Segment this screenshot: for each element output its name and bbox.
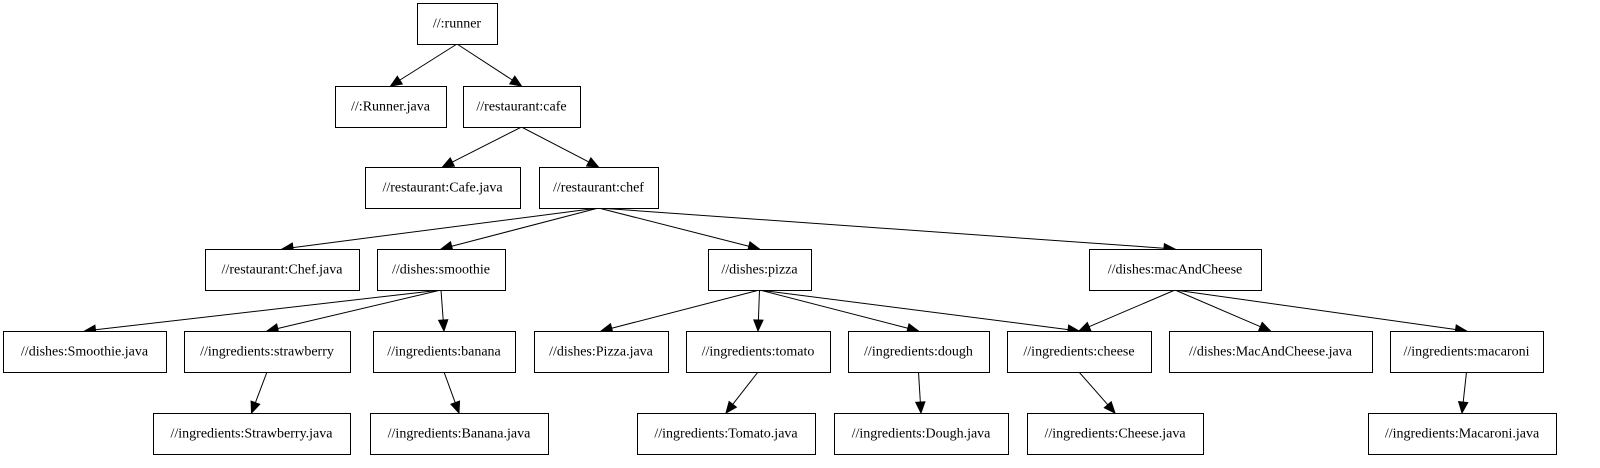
- node-box[interactable]: [370, 413, 549, 455]
- graph-edge-restaurant-cafe-to-cafe-java: [441, 126, 522, 168]
- graph-edge-dishes-pizza-to-ing-cheese: [759, 289, 1081, 335]
- node-box[interactable]: [377, 249, 506, 291]
- arrowhead-icon: [1257, 321, 1272, 332]
- graph-node-dishes-mac[interactable]: //dishes:macAndCheese: [1089, 249, 1262, 291]
- graph-edge-ing-macaroni-to-macaroni-java: [1457, 371, 1469, 415]
- node-box[interactable]: [373, 331, 516, 373]
- node-box[interactable]: [539, 167, 659, 209]
- graph-node-macaroni-java[interactable]: //ingredients:Macaroni.java: [1368, 413, 1557, 455]
- graph-edge-runner-to-runner-java: [389, 43, 458, 87]
- arrowhead-icon: [725, 400, 738, 415]
- graph-node-runner[interactable]: //:runner: [417, 3, 498, 45]
- node-box[interactable]: [184, 331, 351, 373]
- graph-node-restaurant-cafe[interactable]: //restaurant:cafe: [463, 86, 581, 128]
- arrowhead-icon: [914, 401, 926, 415]
- graph-node-dishes-smoothie[interactable]: //dishes:smoothie: [377, 249, 506, 291]
- graph-edge-dishes-pizza-to-ing-tomato: [753, 289, 764, 333]
- arrowhead-icon: [1103, 400, 1116, 414]
- graph-node-ing-dough[interactable]: //ingredients:dough: [848, 331, 990, 373]
- graph-edge-ing-strawberry-to-strawberry-java: [250, 371, 268, 415]
- node-box[interactable]: [848, 331, 990, 373]
- arrowhead-icon: [508, 75, 523, 87]
- node-box[interactable]: [335, 86, 447, 128]
- graph-node-strawberry-java[interactable]: //ingredients:Strawberry.java: [153, 413, 351, 455]
- arrowhead-icon: [250, 400, 261, 415]
- graph-node-dishes-pizza[interactable]: //dishes:pizza: [708, 249, 812, 291]
- graph-node-ing-banana[interactable]: //ingredients:banana: [373, 331, 516, 373]
- graph-node-restaurant-chef[interactable]: //restaurant:chef: [539, 167, 659, 209]
- arrowhead-icon: [450, 400, 461, 415]
- node-box[interactable]: [686, 331, 831, 373]
- graph-edge-dishes-smoothie-to-ing-banana: [437, 289, 449, 333]
- graph-node-ing-tomato[interactable]: //ingredients:tomato: [686, 331, 831, 373]
- node-box[interactable]: [637, 413, 816, 455]
- node-layer: //:runner //:Runner.java //restaurant:cafe…: [3, 3, 1557, 455]
- graph-edge-restaurant-chef-to-dishes-smoothie: [439, 207, 599, 252]
- graph-node-ing-strawberry[interactable]: //ingredients:strawberry: [184, 331, 351, 373]
- graph-edge-runner-to-restaurant-cafe: [456, 43, 523, 87]
- graph-node-cafe-java[interactable]: //restaurant:Cafe.java: [365, 167, 521, 209]
- arrowhead-icon: [1457, 400, 1469, 415]
- node-box[interactable]: [708, 249, 812, 291]
- graph-edge-dishes-pizza-to-pizza-java: [599, 289, 760, 334]
- graph-node-ing-cheese[interactable]: //ingredients:cheese: [1007, 331, 1152, 373]
- arrowhead-icon: [753, 319, 764, 333]
- node-box[interactable]: [463, 86, 581, 128]
- node-box[interactable]: [834, 413, 1009, 455]
- graph-node-runner-java[interactable]: //:Runner.java: [335, 86, 447, 128]
- graph-edge-dishes-mac-to-mac-java: [1174, 289, 1272, 332]
- node-box[interactable]: [1368, 413, 1557, 455]
- graph-edge-dishes-mac-to-ing-cheese: [1077, 289, 1176, 332]
- graph-edge-ing-banana-to-banana-java: [443, 371, 461, 415]
- node-box[interactable]: [1007, 331, 1152, 373]
- edge-layer: [83, 43, 1469, 415]
- graph-edge-restaurant-chef-to-chef-java: [280, 207, 599, 253]
- graph-node-ing-macaroni[interactable]: //ingredients:macaroni: [1390, 331, 1544, 373]
- node-box[interactable]: [417, 3, 498, 45]
- graph-edge-dishes-mac-to-ing-macaroni: [1174, 289, 1468, 335]
- node-box[interactable]: [1089, 249, 1262, 291]
- arrowhead-icon: [1077, 321, 1092, 332]
- graph-edge-restaurant-chef-to-dishes-pizza: [598, 207, 761, 252]
- graph-edge-ing-dough-to-dough-java: [914, 371, 926, 415]
- node-box[interactable]: [1027, 413, 1204, 455]
- graph-node-dough-java[interactable]: //ingredients:Dough.java: [834, 413, 1009, 455]
- graph-edge-dishes-pizza-to-ing-dough: [759, 289, 920, 334]
- graph-node-smoothie-java[interactable]: //dishes:Smoothie.java: [3, 331, 167, 373]
- graph-edge-dishes-smoothie-to-ing-strawberry: [265, 289, 442, 334]
- node-box[interactable]: [205, 249, 360, 291]
- graph-node-cheese-java[interactable]: //ingredients:Cheese.java: [1027, 413, 1204, 455]
- graph-edge-dishes-smoothie-to-smoothie-java: [83, 289, 442, 335]
- node-box[interactable]: [153, 413, 351, 455]
- graph-node-mac-java[interactable]: //dishes:MacAndCheese.java: [1169, 331, 1373, 373]
- graph-node-pizza-java[interactable]: //dishes:Pizza.java: [534, 331, 669, 373]
- arrowhead-icon: [585, 156, 600, 168]
- node-box[interactable]: [1390, 331, 1544, 373]
- node-box[interactable]: [1169, 331, 1373, 373]
- graph-node-chef-java[interactable]: //restaurant:Chef.java: [205, 249, 360, 291]
- arrowhead-icon: [441, 157, 456, 168]
- graph-node-tomato-java[interactable]: //ingredients:Tomato.java: [637, 413, 816, 455]
- node-box[interactable]: [3, 331, 167, 373]
- node-box[interactable]: [534, 331, 669, 373]
- arrowhead-icon: [389, 75, 404, 87]
- graph-node-banana-java[interactable]: //ingredients:Banana.java: [370, 413, 549, 455]
- arrowhead-icon: [437, 319, 449, 333]
- node-box[interactable]: [365, 167, 521, 209]
- graph-edge-ing-tomato-to-tomato-java: [725, 371, 759, 415]
- graph-edge-ing-cheese-to-cheese-java: [1078, 371, 1116, 414]
- graph-edge-restaurant-cafe-to-restaurant-chef: [521, 126, 600, 168]
